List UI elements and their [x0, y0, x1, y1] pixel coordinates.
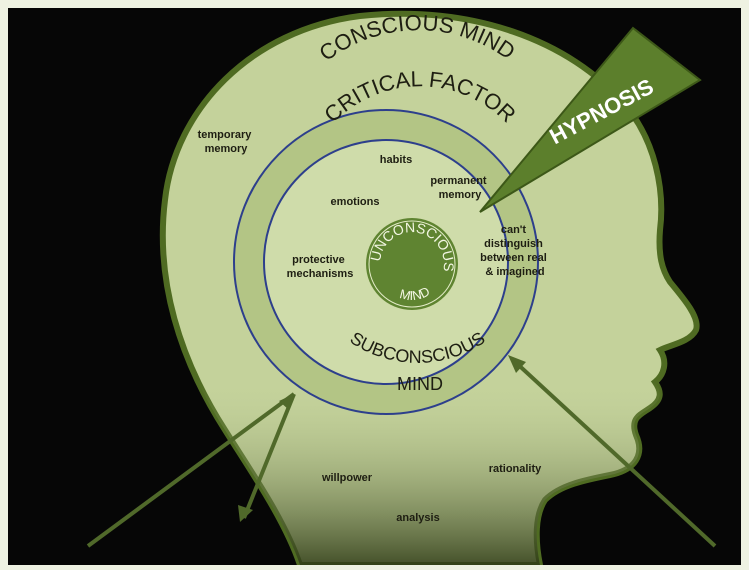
temporary-memory-label: temporary memory — [198, 129, 255, 155]
left-arrow-head-up — [279, 394, 294, 410]
rationality-label: rationality — [489, 463, 542, 475]
unconscious-core — [366, 218, 458, 310]
willpower-label: willpower — [321, 472, 373, 484]
right-arrow — [510, 357, 717, 548]
emotions-label: emotions — [331, 196, 380, 208]
permanent-memory-label: permanent memory — [430, 175, 489, 201]
protective-mechanisms-label: protective mechanisms — [287, 254, 354, 280]
habits-label: habits — [380, 154, 412, 166]
left-arrow-head-down — [238, 505, 253, 522]
cant-distinguish-label: can't distinguish between real & imagine… — [480, 224, 550, 278]
right-arrow-head — [508, 355, 526, 373]
unconscious-core-edge — [368, 220, 456, 308]
analysis-label: analysis — [396, 512, 439, 524]
left-arrow — [86, 392, 296, 548]
hypnosis-wedge — [479, 26, 702, 213]
unconscious-mind-label: MIND — [398, 284, 432, 304]
subconscious-mind-label: MIND — [397, 374, 443, 394]
